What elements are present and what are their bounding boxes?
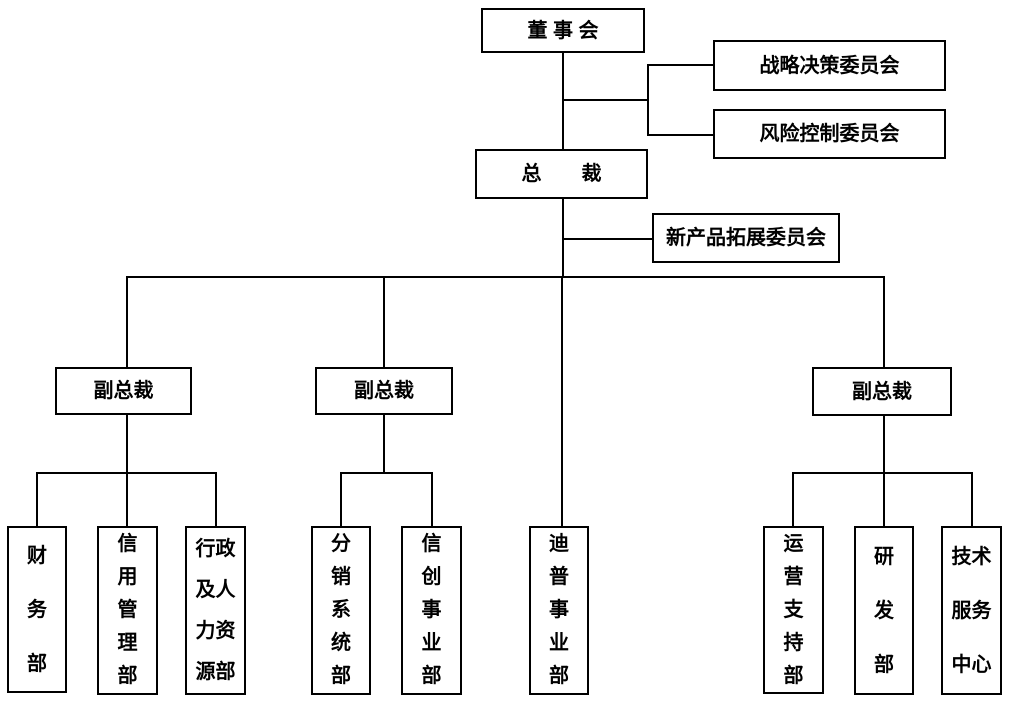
org-node-board-label: 董 事 会 (527, 19, 599, 42)
org-node-tech-service-center: 技术服务中心 (941, 526, 1002, 695)
connector-line (647, 64, 649, 136)
connector-line (792, 472, 973, 474)
org-node-vp1-label: 副总裁 (93, 380, 154, 402)
org-node-xinchuang-business-dept-label: 信创事业部 (421, 533, 442, 687)
connector-line (883, 276, 885, 367)
connector-line (792, 472, 794, 526)
org-node-vp3: 副总裁 (812, 367, 952, 416)
connector-line (340, 472, 342, 526)
org-node-xinchuang-business-dept: 信创事业部 (401, 526, 462, 695)
org-node-finance-dept-label: 财务部 (27, 544, 47, 675)
org-node-rnd-dept-label: 研发部 (874, 545, 894, 676)
org-node-risk-committee: 风险控制委员会 (713, 109, 946, 159)
connector-line (883, 416, 885, 526)
org-node-dipu-business-dept: 迪普事业部 (529, 526, 589, 695)
connector-line (647, 134, 713, 136)
org-node-dipu-business-dept-label: 迪普事业部 (549, 533, 569, 687)
org-node-npd-committee-label: 新产品拓展委员会 (666, 227, 826, 249)
connector-line (36, 472, 217, 474)
org-node-credit-mgmt-dept: 信用管理部 (97, 526, 158, 695)
org-node-president: 总 裁 (475, 149, 648, 199)
org-node-admin-hr-dept: 行政及人力资源部 (185, 526, 246, 695)
connector-line (36, 472, 38, 526)
connector-line (383, 276, 385, 367)
connector-line (562, 198, 564, 277)
org-node-president-label: 总 裁 (521, 163, 602, 185)
org-node-risk-committee-label: 风险控制委员会 (759, 123, 900, 145)
connector-line (561, 276, 563, 526)
org-node-ops-support-dept: 运营支持部 (763, 526, 824, 694)
org-node-distribution-systems-dept-label: 分销系统部 (331, 533, 351, 687)
connector-line (126, 276, 885, 278)
org-node-vp1: 副总裁 (55, 367, 192, 415)
connector-line (383, 415, 385, 474)
org-node-tech-service-center-label: 技术服务中心 (951, 545, 992, 676)
connector-line (126, 276, 128, 367)
connector-line (431, 472, 433, 526)
org-node-distribution-systems-dept: 分销系统部 (311, 526, 371, 695)
org-node-board: 董 事 会 (481, 8, 645, 53)
connector-line (562, 99, 648, 101)
connector-line (971, 472, 973, 526)
org-node-strategy-committee-label: 战略决策委员会 (759, 54, 900, 77)
org-node-vp3-label: 副总裁 (852, 380, 912, 403)
connector-line (340, 472, 433, 474)
org-node-credit-mgmt-dept-label: 信用管理部 (117, 533, 138, 687)
org-node-finance-dept: 财务部 (7, 526, 67, 693)
org-node-strategy-committee: 战略决策委员会 (713, 40, 946, 91)
org-node-ops-support-dept-label: 运营支持部 (783, 532, 804, 687)
org-node-vp2: 副总裁 (315, 367, 453, 415)
connector-line (215, 472, 217, 526)
org-node-rnd-dept: 研发部 (854, 526, 914, 695)
connector-line (562, 53, 564, 150)
org-node-admin-hr-dept-label: 行政及人力资源部 (195, 537, 236, 683)
org-node-npd-committee: 新产品拓展委员会 (652, 213, 840, 263)
connector-line (647, 64, 713, 66)
connector-line (126, 415, 128, 526)
org-node-vp2-label: 副总裁 (354, 380, 414, 402)
connector-line (562, 238, 652, 240)
